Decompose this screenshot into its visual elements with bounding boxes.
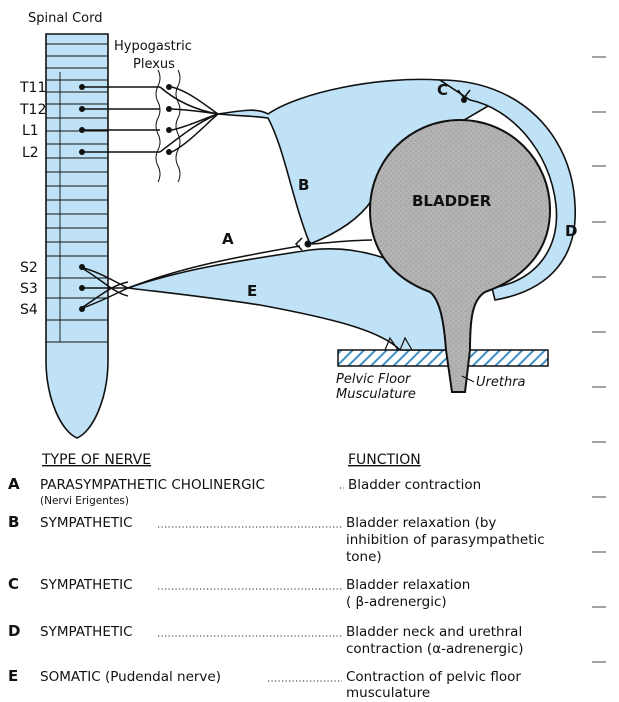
legend-type-note-a: (Nervi Erigentes) [40,495,129,507]
legend-type-e: SOMATIC (Pudendal nerve) [40,669,221,685]
nerve-letter-d: D [565,222,577,240]
nerve-letter-a: A [222,230,234,248]
segment-label-s3: S3 [20,281,38,297]
legend-function-d-2: contraction (α-adrenergic) [346,641,524,657]
segment-label-t12: T12 [19,102,46,118]
legend-dot-leaders [158,488,344,681]
plexus-label: Plexus [133,57,175,72]
legend-function-c-2: ( β-adrenergic) [346,594,447,610]
segment-label-l2: L2 [22,145,39,161]
segment-label-l1: L1 [22,123,39,139]
ganglion-a [296,238,302,250]
legend-function-d-1: Bladder neck and urethral [346,624,522,640]
ganglion-c-dot [461,97,467,103]
legend-header-function: FUNCTION [348,452,421,468]
legend-letter-b: B [8,513,19,531]
legend-function-e-1: Contraction of pelvic floor [346,669,521,685]
legend-function-b-1: Bladder relaxation (by [346,515,496,531]
legend-type-d: SYMPATHETIC [40,624,133,640]
legend-function-b-3: tone) [346,549,382,565]
legend-function-e-2: musculature [346,685,430,701]
nerve-letter-c: C [437,81,448,99]
segment-label-t11: T11 [19,80,46,96]
hypogastric-label: Hypogastric [114,39,192,54]
legend-function-b-2: inhibition of parasympathetic [346,532,545,548]
nerve-letter-e: E [247,282,257,300]
segment-label-s4: S4 [20,302,38,318]
bladder-label: BLADDER [412,192,492,210]
legend-type-b: SYMPATHETIC [40,515,133,531]
spinal-cord [46,34,108,438]
nerve-letter-b: B [298,176,309,194]
pelvic-floor-label-1: Pelvic Floor [336,372,412,387]
urethra-label: Urethra [476,375,526,390]
legend-function-c-1: Bladder relaxation [346,577,470,593]
spinal-cord-label: Spinal Cord [28,11,102,26]
legend-function-a: Bladder contraction [348,477,481,493]
legend-letter-c: C [8,575,19,593]
legend-header-type: TYPE OF NERVE [41,452,151,468]
legend-type-a: PARASYMPATHETIC CHOLINERGIC [40,477,265,493]
margin-ticks [592,57,606,662]
legend-letter-e: E [8,667,18,685]
legend-table: TYPE OF NERVE FUNCTION A PARASYMPATHETIC… [8,452,545,701]
pelvic-floor-label-2: Musculature [336,387,416,402]
legend-type-c: SYMPATHETIC [40,577,133,593]
legend-letter-d: D [8,622,20,640]
legend-letter-a: A [8,475,20,493]
segment-label-s2: S2 [20,260,38,276]
pelvic-floor-musculature [338,350,548,366]
